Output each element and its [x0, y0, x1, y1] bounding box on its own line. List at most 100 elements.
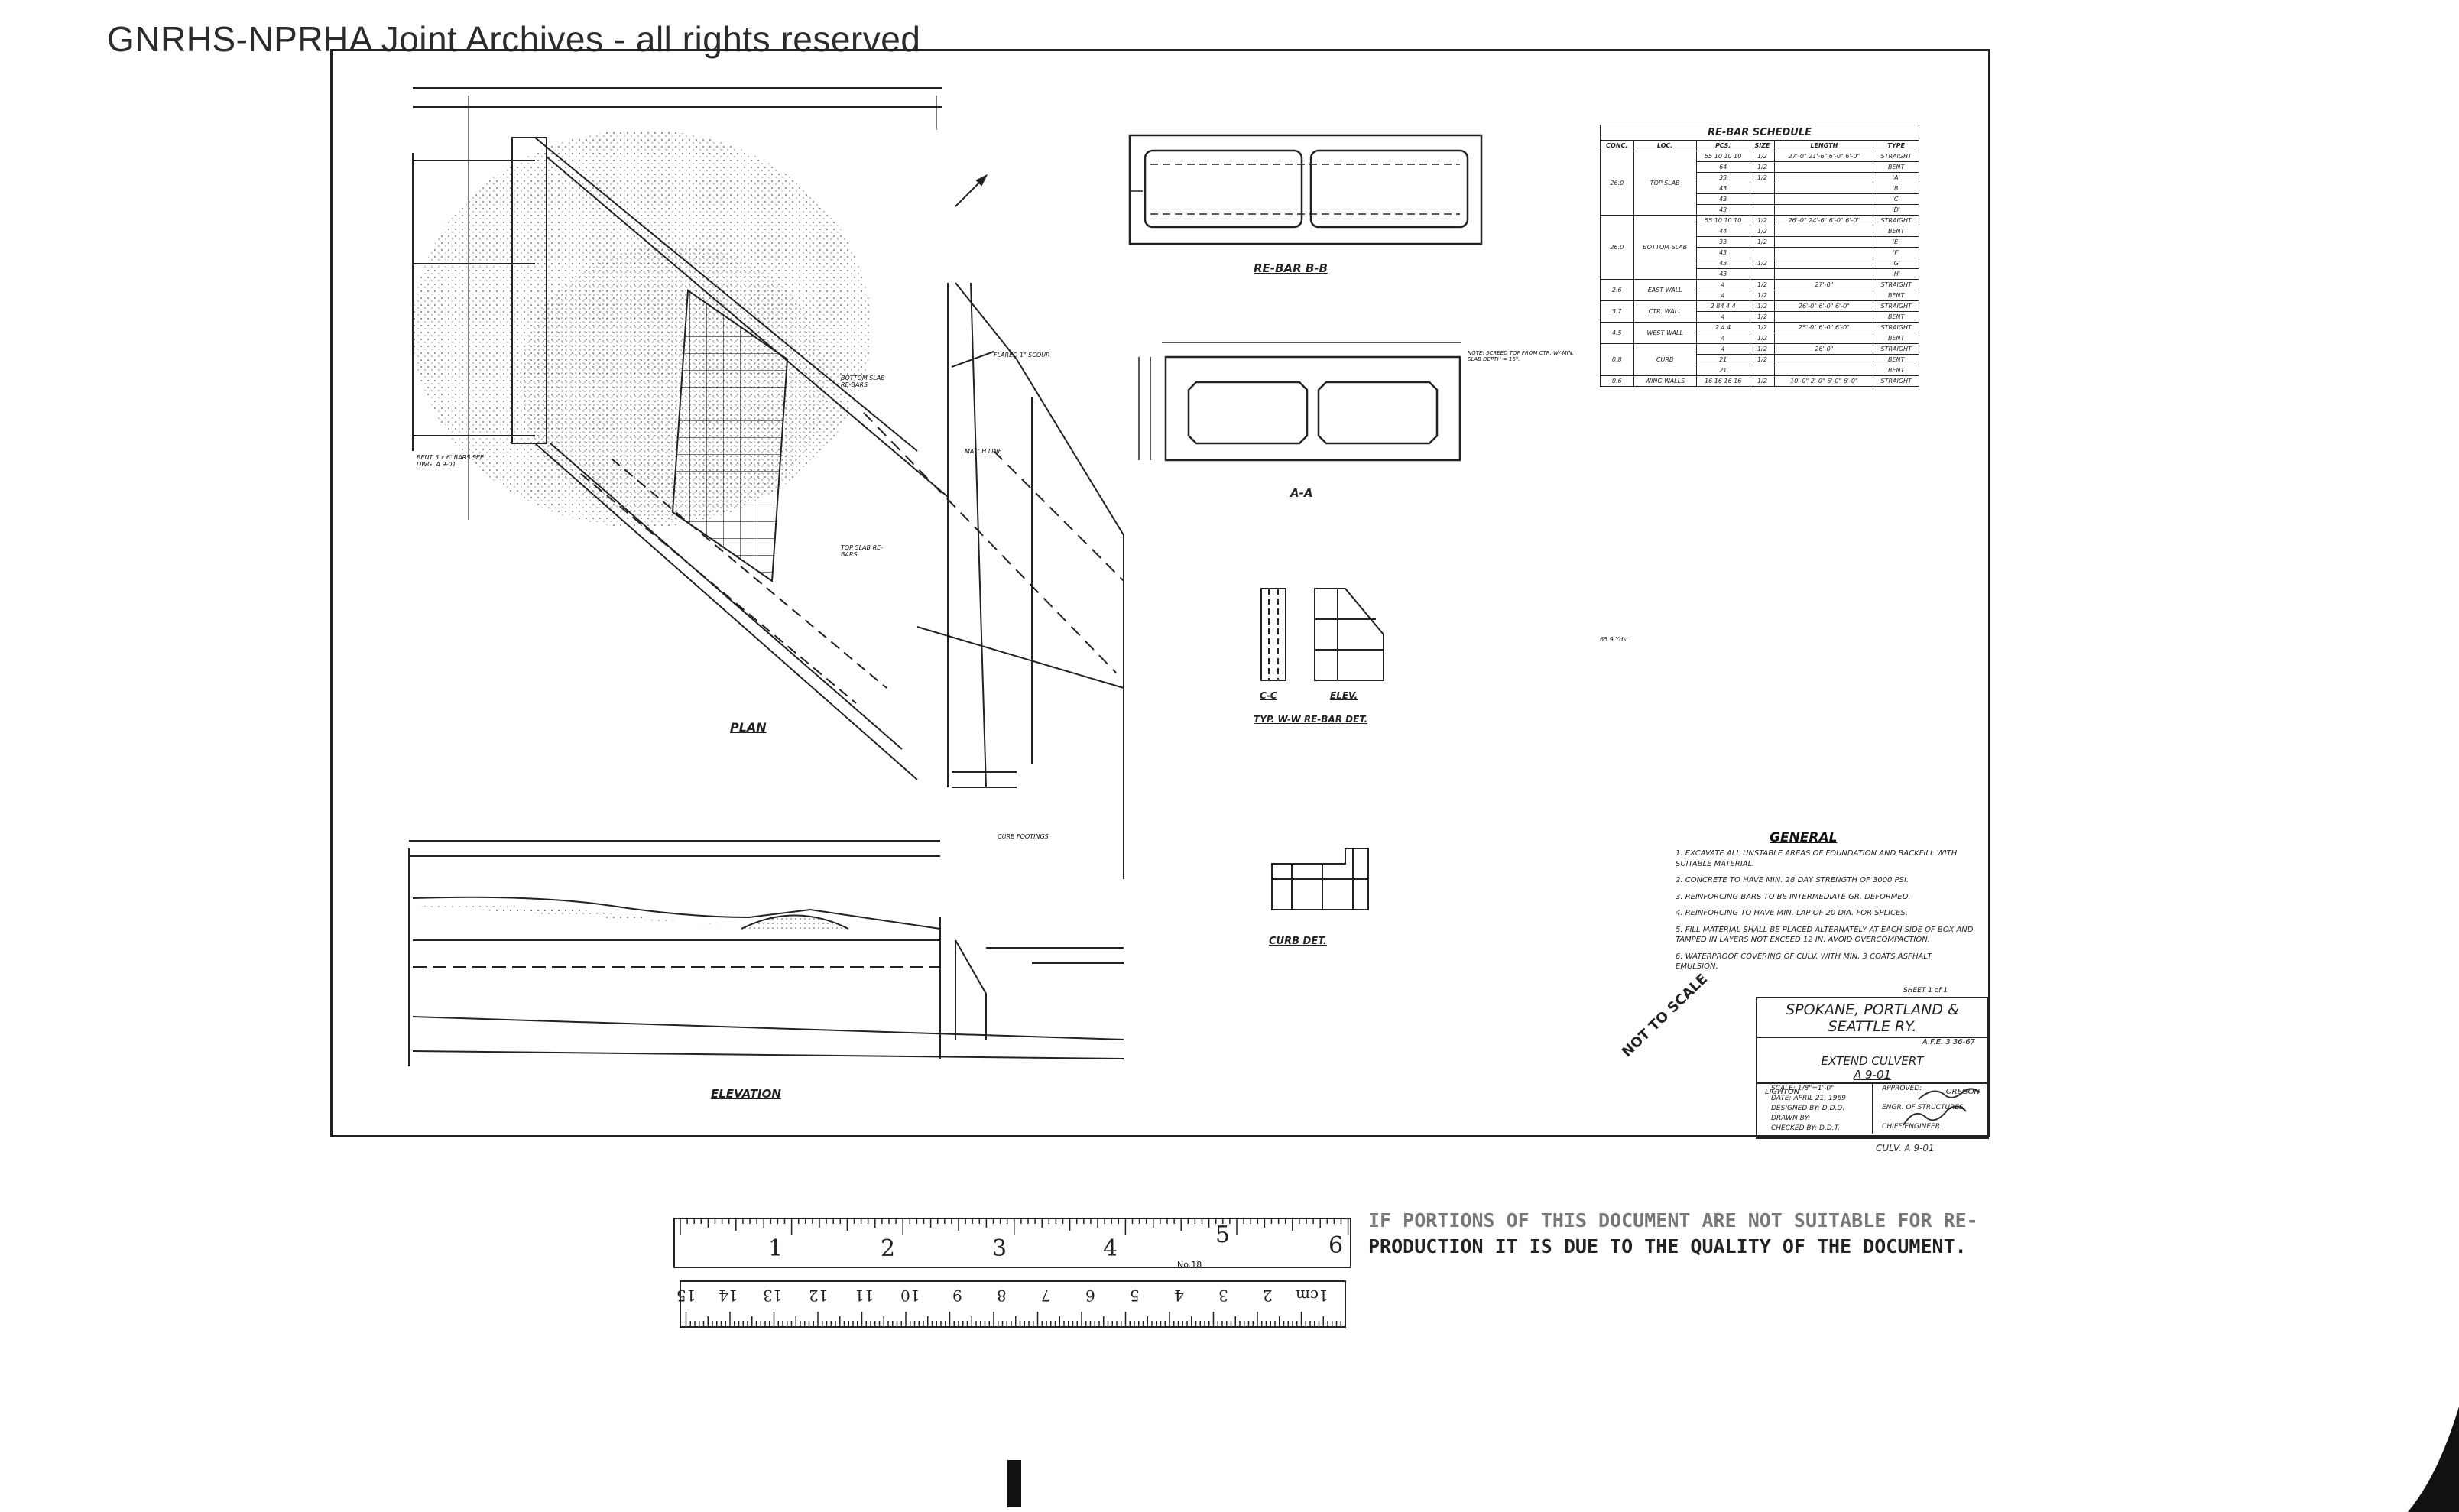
archive-watermark: GNRHS-NPRHA Joint Archives - all rights …	[107, 19, 921, 59]
plan-note-curb: CURB FOOTINGS	[998, 833, 1049, 840]
rebar-type: 'F'	[1873, 247, 1919, 258]
rebar-conc: 26.0	[1600, 151, 1634, 216]
rebar-length: 10'-0" 2'-0" 6'-0" 6'-0"	[1774, 375, 1874, 387]
elevation-view	[408, 840, 1124, 1066]
rebar-loc: CTR. WALL	[1633, 300, 1697, 323]
general-notes: 1. EXCAVATE ALL UNSTABLE AREAS OF FOUNDA…	[1676, 848, 1974, 978]
general-note: 2. CONCRETE TO HAVE MIN. 28 DAY STRENGTH…	[1676, 876, 1909, 884]
rebar-loc: EAST WALL	[1633, 279, 1697, 301]
cm-mark: 2	[1263, 1286, 1273, 1305]
cm-ruler	[680, 1280, 1346, 1328]
inch-mark: 4	[1103, 1235, 1118, 1262]
rebar-row: 43'H'	[1601, 268, 1919, 280]
cm-mark: 15	[676, 1286, 696, 1305]
general-note: 3. REINFORCING BARS TO BE INTERMEDIATE G…	[1676, 892, 1911, 901]
notice-line-2: PRODUCTION IT IS DUE TO THE QUALITY OF T…	[1368, 1235, 1967, 1257]
rebar-schedule-table: RE-BAR SCHEDULE CONC. LOC. PCS. SIZE LEN…	[1600, 125, 1919, 387]
ww-rebar-detail	[1260, 588, 1384, 681]
engineer-structures: ENGR. OF STRUCTURES	[1882, 1104, 1964, 1111]
date-text: DATE: APRIL 21, 1969	[1771, 1095, 1846, 1102]
inch-mark: 3	[992, 1235, 1007, 1262]
rebar-header-row: CONC. LOC. PCS. SIZE LENGTH TYPE	[1600, 140, 1919, 151]
cm-mark: 10	[900, 1286, 920, 1305]
rebar-size: 1/2	[1749, 375, 1776, 387]
rebar-conc: 26.0	[1600, 215, 1634, 280]
inch-mark: 5	[1215, 1222, 1231, 1248]
inch-mark: 1	[768, 1235, 783, 1262]
afe-number: A.F.E. 3 36-67	[1922, 1038, 1975, 1046]
plan-note-top-slab: TOP SLAB RE-BARS	[841, 544, 884, 558]
cm-mark: 12	[809, 1286, 829, 1305]
rebar-type: STRAIGHT	[1873, 375, 1919, 387]
cm-mark: 11	[855, 1286, 874, 1305]
elevation-label: ELEVATION	[711, 1087, 781, 1101]
plan-note-bottom: BOTTOM SLAB RE-BARS	[841, 375, 885, 388]
cm-mark: 9	[952, 1286, 962, 1305]
inch-mark: 2	[881, 1235, 896, 1262]
inch-mark: 6	[1328, 1232, 1344, 1259]
cm-mark: 13	[763, 1286, 783, 1305]
curb-detail	[1271, 848, 1369, 910]
section-aa-label: A-A	[1290, 486, 1313, 500]
rebar-row: 43'F'	[1601, 247, 1919, 258]
drawn-text: DRAWN BY:	[1771, 1115, 1811, 1122]
location-left: LIGHTON	[1765, 1088, 1800, 1096]
plan-note-flared: FLARED 1" SCOUR	[994, 352, 1050, 359]
location-right: OREGON	[1945, 1088, 1980, 1096]
rebar-type: BENT	[1873, 311, 1919, 323]
drawing-number: A 9-01	[1853, 1068, 1892, 1082]
rebar-loc: WEST WALL	[1633, 322, 1697, 344]
rebar-pcs: 16 16 16 16	[1695, 375, 1750, 387]
rebar-bb-label: RE-BAR B-B	[1254, 261, 1328, 275]
cm-mark: 14	[719, 1286, 738, 1305]
rebar-loc: WING WALLS	[1633, 375, 1697, 387]
notice-line-1: IF PORTIONS OF THIS DOCUMENT ARE NOT SUI…	[1368, 1209, 1978, 1231]
ruler-model: No.18	[1177, 1260, 1202, 1270]
signature-marks	[1903, 1088, 1981, 1126]
rebar-loc: BOTTOM SLAB	[1633, 215, 1697, 280]
cm-mark: 7	[1041, 1286, 1051, 1305]
culvert-ref: CULV. A 9-01	[1876, 1143, 1935, 1153]
plan-note-bent: BENT 5 x 6' BARS SEE DWG. A 9-01	[417, 454, 485, 468]
location-row: LIGHTON OREGON	[1757, 1088, 1987, 1096]
general-note: 6. WATERPROOF COVERING OF CULV. WITH MIN…	[1676, 952, 1932, 972]
rebar-bb-section	[1128, 134, 1483, 245]
checked-text: CHECKED BY: D.D.T.	[1771, 1124, 1840, 1132]
rebar-conc: 0.6	[1600, 375, 1634, 387]
title-block: SPOKANE, PORTLAND & SEATTLE RY. A.F.E. 3…	[1756, 997, 1989, 1139]
general-title: GENERAL	[1770, 830, 1838, 845]
plan-note-match: MATCH LINE	[965, 448, 1002, 455]
drawing-border	[330, 49, 1990, 1137]
plan-label: PLAN	[730, 720, 767, 735]
approved-text: APPROVED:	[1882, 1085, 1922, 1092]
cm-mark: 5	[1130, 1286, 1140, 1305]
cc-label: C-C	[1260, 690, 1277, 701]
elev-small-label: ELEV.	[1330, 690, 1358, 701]
rebar-row: 43'C'	[1601, 193, 1919, 205]
inch-ruler	[673, 1218, 1351, 1268]
cm-mark: 1cm	[1296, 1286, 1328, 1305]
plan-view	[412, 87, 1124, 879]
railway-name: SPOKANE, PORTLAND & SEATTLE RY.	[1757, 998, 1987, 1038]
scan-marker	[1007, 1460, 1021, 1507]
ww-rebar-label: TYP. W-W RE-BAR DET.	[1254, 714, 1367, 725]
general-note: 4. REINFORCING TO HAVE MIN. LAP OF 20 DI…	[1676, 909, 1908, 917]
rebar-schedule-title: RE-BAR SCHEDULE	[1600, 125, 1919, 140]
designed-text: DESIGNED BY: D.D.D.	[1771, 1105, 1845, 1112]
rebar-total: 65.9 Yds.	[1600, 636, 1629, 643]
sheet-number: SHEET 1 of 1	[1903, 987, 1948, 994]
cm-mark: 3	[1218, 1286, 1228, 1305]
cm-mark: 4	[1174, 1286, 1184, 1305]
aa-note: NOTE: SCREED TOP FROM CTR. W/ MIN. SLAB …	[1468, 350, 1575, 362]
section-aa	[1138, 342, 1461, 462]
title-block-details: SCALE: 1/8"=1'-0" DATE: APRIL 21, 1969 D…	[1757, 1082, 1987, 1139]
rebar-loc: CURB	[1633, 343, 1697, 376]
